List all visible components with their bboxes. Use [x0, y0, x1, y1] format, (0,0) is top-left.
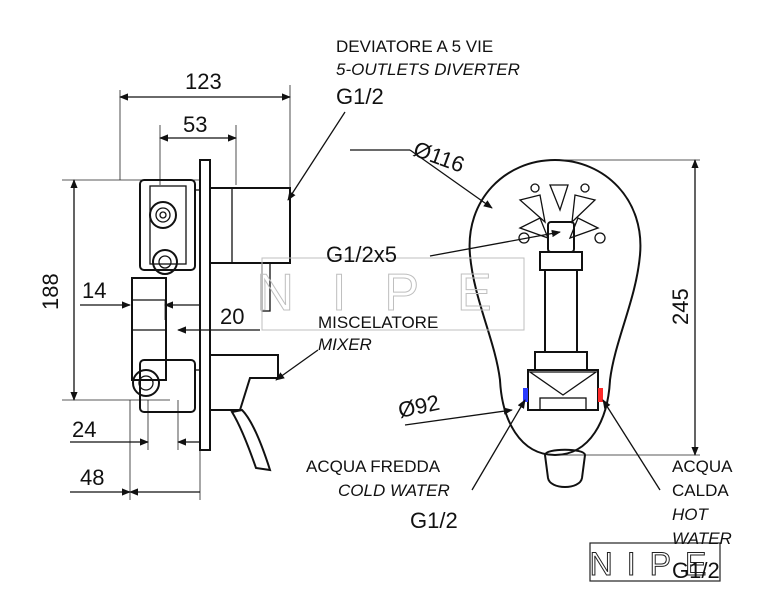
- label-outlets-thread: G1/2x5: [326, 242, 397, 267]
- dim-48: 48: [80, 465, 104, 490]
- label-mixer-it: MISCELATORE: [318, 313, 438, 332]
- label-hot-it-1: ACQUA: [672, 457, 733, 476]
- dim-14: 14: [82, 278, 106, 303]
- svg-text:NIPE: NIPE: [256, 264, 529, 322]
- wall-plate-outline: [468, 158, 642, 457]
- label-mixer-en: MIXER: [318, 335, 372, 354]
- label-hot-en-2: WATER: [672, 529, 732, 548]
- hot-inlet-marker: [598, 388, 603, 402]
- label-diverter-en: 5-OUTLETS DIVERTER: [336, 60, 520, 79]
- dim-123: 123: [185, 69, 222, 94]
- valve-body-side: [131, 159, 291, 472]
- cold-inlet-marker: [523, 388, 528, 402]
- dim-245: 245: [668, 288, 693, 325]
- label-cold-it: ACQUA FREDDA: [306, 457, 441, 476]
- diverter-star: [518, 183, 606, 253]
- dim-188: 188: [38, 273, 63, 310]
- watermark-center: NIPE: [256, 257, 529, 331]
- label-cold-en: COLD WATER: [338, 481, 450, 500]
- mixer-lever-front: [543, 448, 587, 488]
- dim-20: 20: [220, 304, 244, 329]
- label-hot-thread: G1/2: [672, 558, 720, 583]
- watermark-corner: NIPE: [589, 542, 721, 583]
- mixer-cartridge: [527, 251, 599, 411]
- dim-53: 53: [183, 112, 207, 137]
- label-hot-en-1: HOT: [672, 505, 710, 524]
- svg-text:NIPE: NIPE: [590, 546, 721, 582]
- label-cold-thread: G1/2: [410, 508, 458, 533]
- dim-92: Ø92: [396, 390, 442, 423]
- label-hot-it-2: CALDA: [672, 481, 729, 500]
- side-view: [62, 85, 291, 500]
- label-diverter-it: DEVIATORE A 5 VIE: [336, 37, 493, 56]
- label-diverter-thread: G1/2: [336, 84, 384, 109]
- front-view: [350, 149, 700, 491]
- dim-24: 24: [72, 417, 96, 442]
